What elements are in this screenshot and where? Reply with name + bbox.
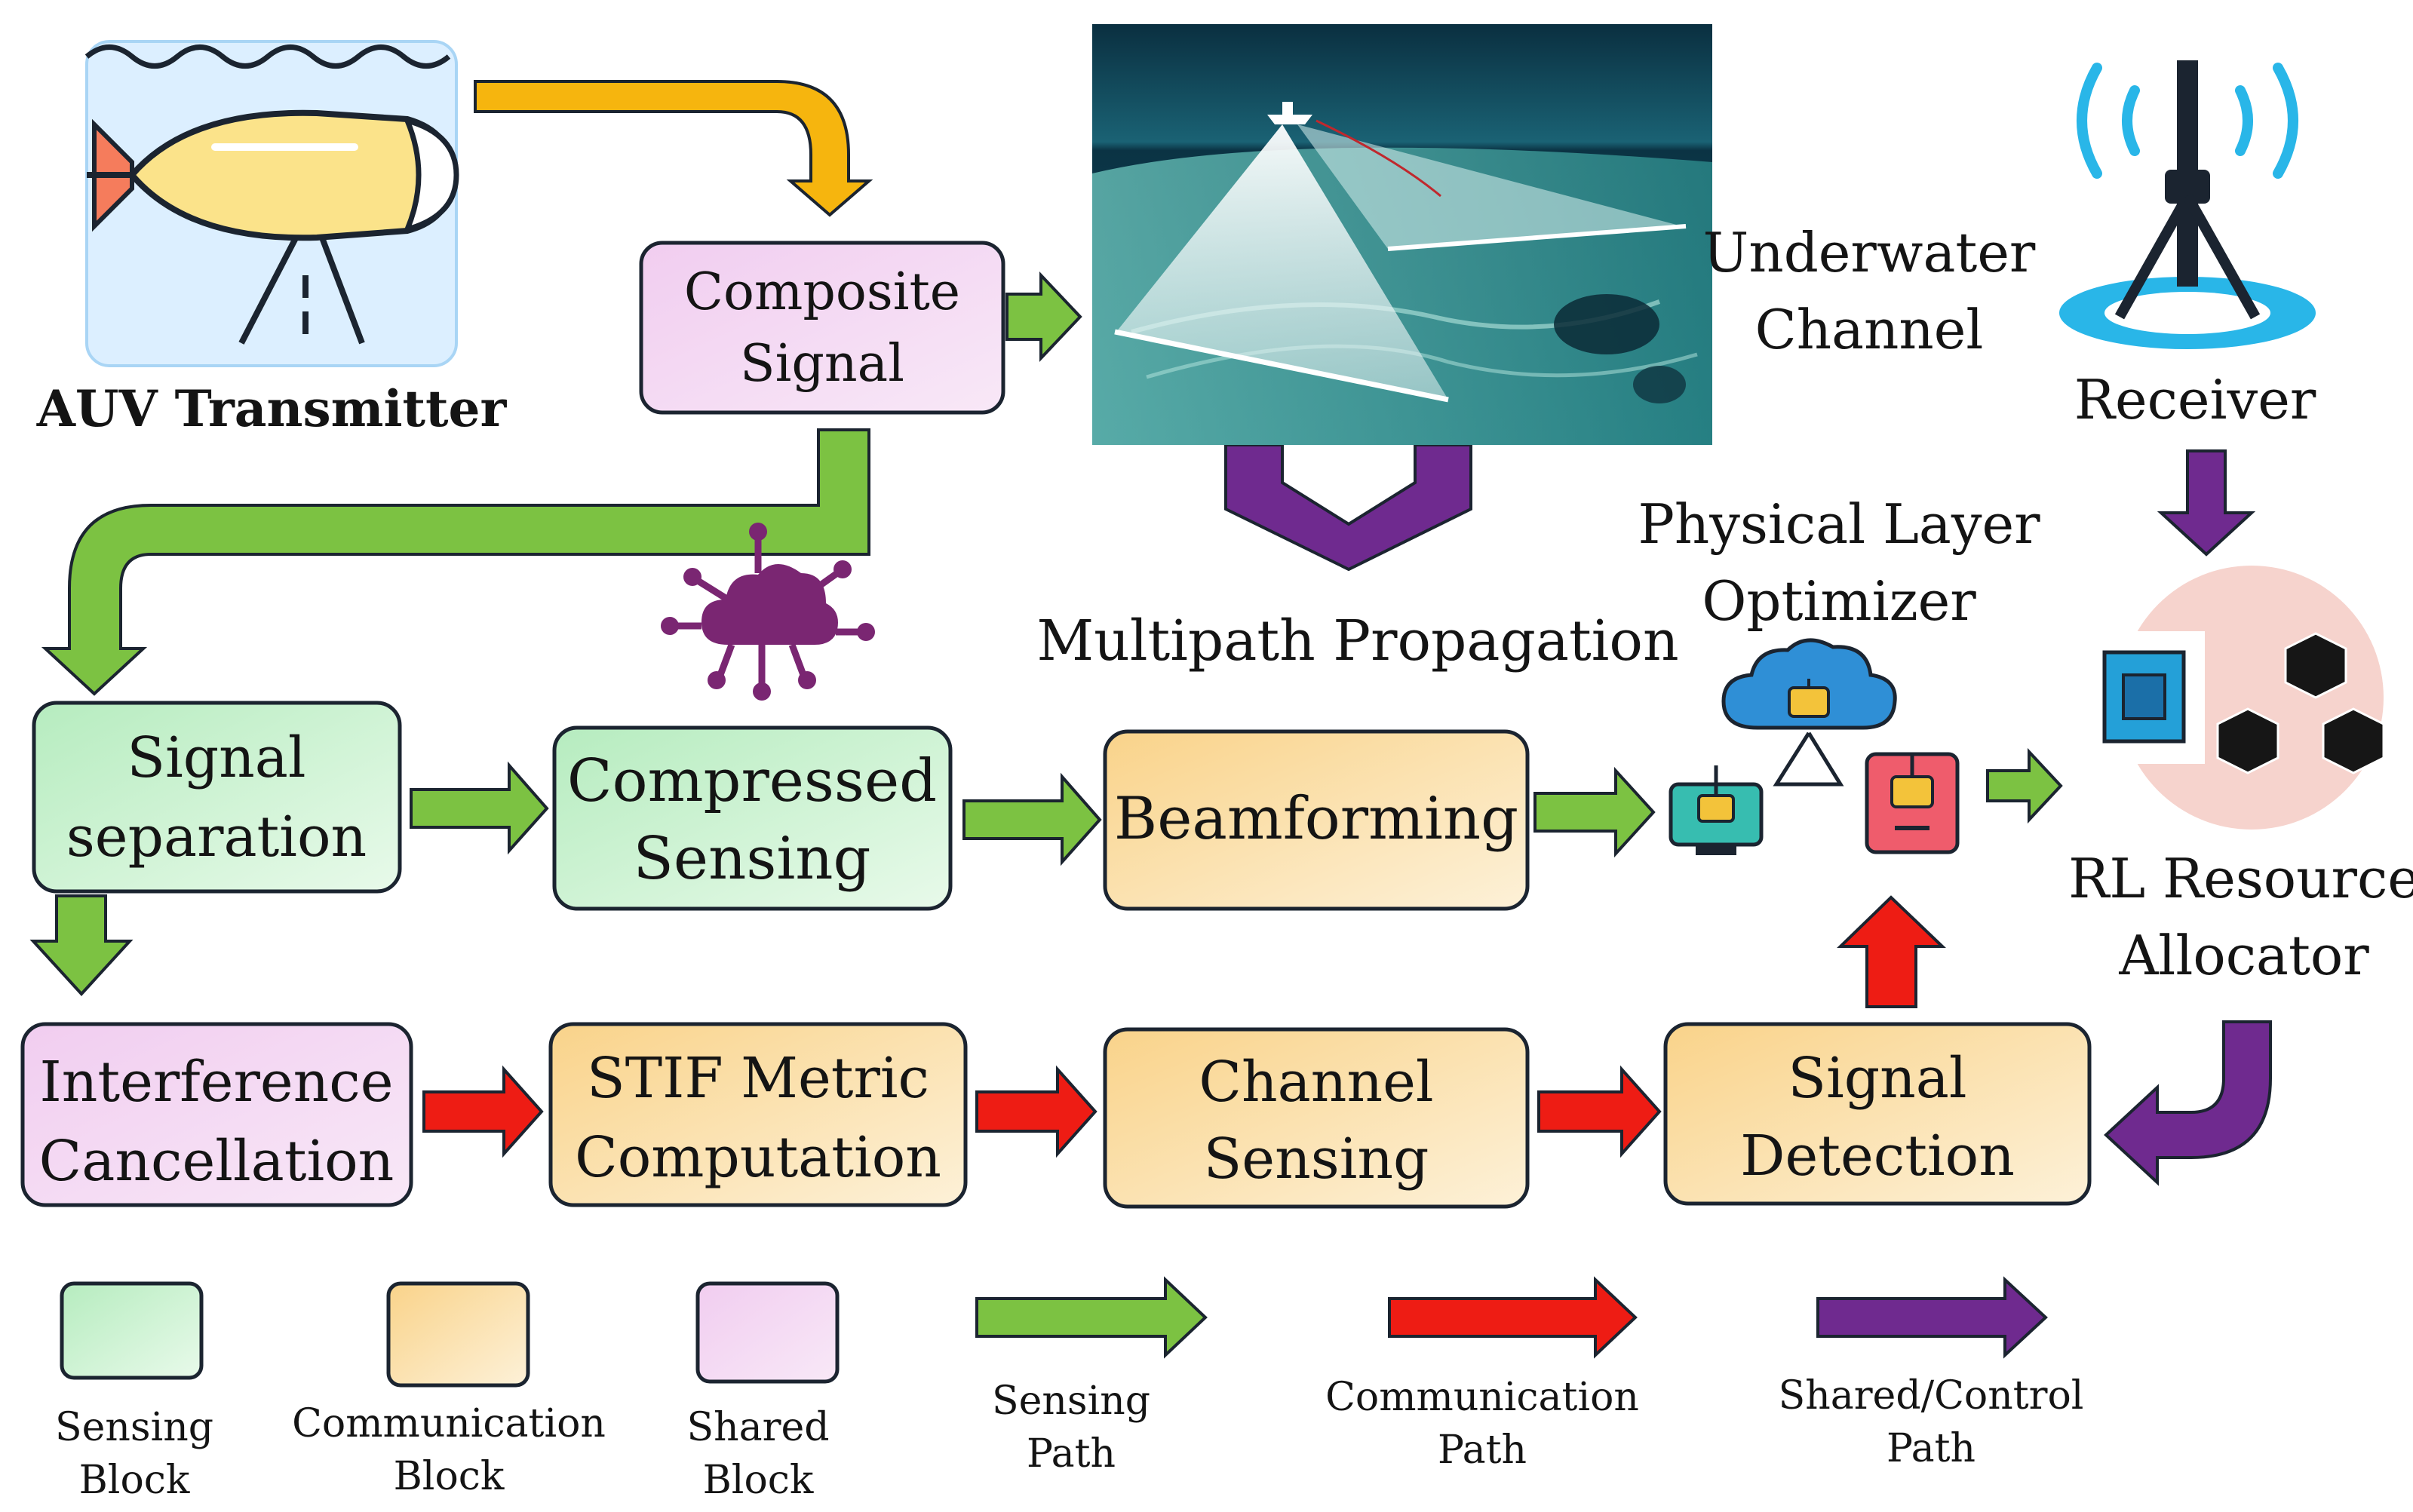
legend-sensing-swatch bbox=[60, 1281, 204, 1380]
legend-shared-path-arrow bbox=[1816, 1276, 2048, 1359]
beamforming-block bbox=[1103, 729, 1530, 911]
compressed-sensing-label-line2: Sensing bbox=[634, 825, 871, 893]
separation-to-compressed-arrow bbox=[410, 761, 549, 855]
signal-separation-label-line2: separation bbox=[66, 805, 367, 869]
physical-layer-optimizer-label-line1: Physical Layer bbox=[1638, 492, 2040, 556]
sonar-ocean-image bbox=[1092, 24, 1712, 445]
legend-sensing-path-line1: Sensing bbox=[992, 1379, 1150, 1424]
signal-detection-label-line1: Signal bbox=[1788, 1046, 1966, 1111]
cloud-network-icon bbox=[661, 523, 875, 701]
rl-resource-allocator-label-line1: RL Resource bbox=[2068, 847, 2413, 910]
interference-to-stif-arrow bbox=[422, 1065, 544, 1158]
channel-sensing-block bbox=[1103, 1027, 1530, 1209]
interference-cancellation-label-line1: Interference bbox=[39, 1050, 393, 1115]
composite-signal-label-line2: Signal bbox=[740, 334, 904, 394]
compressed-sensing-block bbox=[552, 725, 953, 911]
legend-communication-path-line2: Path bbox=[1438, 1428, 1527, 1473]
signal-separation-label-line1: Signal bbox=[127, 725, 305, 790]
allocator-to-detection-arrow bbox=[2104, 1020, 2272, 1186]
stif-to-channel-sensing-arrow bbox=[975, 1065, 1098, 1158]
interference-cancellation-block bbox=[20, 1022, 413, 1207]
beamforming-to-optimizer-arrow bbox=[1533, 766, 1656, 858]
optimizer-to-allocator-arrow bbox=[1986, 747, 2063, 824]
chip-icon bbox=[2083, 631, 2205, 764]
legend-communication-block-line2: Block bbox=[394, 1454, 505, 1499]
channel-sensing-label-line2: Sensing bbox=[1204, 1127, 1429, 1192]
legend-shared-control-path-line2: Path bbox=[1886, 1426, 1976, 1471]
receiver-label: Receiver bbox=[2074, 368, 2316, 431]
interference-cancellation-label-line2: Cancellation bbox=[39, 1129, 394, 1194]
auv-to-composite-arrow bbox=[474, 80, 873, 217]
signal-separation-block bbox=[32, 701, 402, 894]
antenna-tower-icon bbox=[2059, 60, 2316, 349]
composite-to-separation-arrow bbox=[41, 428, 870, 696]
rl-resource-allocator-label-line2: Allocator bbox=[2118, 924, 2369, 987]
separation-to-interference-arrow bbox=[29, 894, 134, 996]
legend-sensing-block-line2: Block bbox=[79, 1458, 190, 1503]
legend-communication-block-line1: Communication bbox=[292, 1401, 606, 1446]
channel-to-multipath-arrow bbox=[1224, 443, 1472, 572]
auv-transmitter-label: AUV Transmitter bbox=[36, 379, 508, 438]
stif-metric-computation-label-line1: STIF Metric bbox=[587, 1046, 929, 1111]
auv-icon bbox=[84, 40, 459, 367]
legend-sensing-path-line2: Path bbox=[1027, 1431, 1116, 1477]
composite-to-channel-arrow bbox=[1005, 271, 1082, 363]
legend-shared-block-line2: Block bbox=[703, 1458, 814, 1503]
legend-shared-swatch bbox=[695, 1281, 840, 1384]
underwater-channel-label-line2: Channel bbox=[1755, 298, 1984, 361]
legend-communication-path-arrow bbox=[1388, 1276, 1638, 1359]
legend: Sensing Block Communication Block Shared… bbox=[55, 1276, 2084, 1503]
receiver-to-allocator-arrow bbox=[2157, 449, 2256, 557]
legend-communication-path-line1: Communication bbox=[1325, 1375, 1639, 1420]
physical-layer-optimizer-label-line2: Optimizer bbox=[1702, 569, 1976, 633]
channel-sensing-to-detection-arrow bbox=[1537, 1065, 1662, 1158]
composite-signal-label-line1: Composite bbox=[684, 262, 960, 322]
composite-signal-block bbox=[639, 241, 1005, 415]
signal-detection-block bbox=[1663, 1022, 2092, 1206]
legend-shared-control-path-line1: Shared/Control bbox=[1779, 1373, 2084, 1418]
legend-sensing-block-line1: Sensing bbox=[55, 1405, 213, 1450]
stif-metric-computation-label-line2: Computation bbox=[575, 1125, 941, 1190]
beamforming-label: Beamforming bbox=[1114, 785, 1518, 853]
robot-network-icon bbox=[1669, 638, 1960, 855]
allocator-circle bbox=[2083, 566, 2385, 830]
underwater-channel-label-line1: Underwater bbox=[1703, 221, 2036, 284]
compressed-to-beamforming-arrow bbox=[962, 772, 1102, 866]
compressed-sensing-label-line1: Compressed bbox=[567, 747, 937, 815]
legend-communication-swatch bbox=[386, 1281, 530, 1388]
legend-shared-block-line1: Shared bbox=[686, 1405, 829, 1450]
signal-detection-label-line2: Detection bbox=[1740, 1124, 2015, 1188]
multipath-propagation-label: Multipath Propagation bbox=[1036, 609, 1678, 673]
stif-metric-computation-block bbox=[548, 1022, 968, 1207]
channel-sensing-label-line1: Channel bbox=[1199, 1050, 1433, 1115]
detection-to-optimizer-arrow bbox=[1837, 895, 1946, 1008]
blockchain-cubes-icon bbox=[2216, 632, 2385, 774]
legend-sensing-path-arrow bbox=[975, 1276, 1208, 1359]
